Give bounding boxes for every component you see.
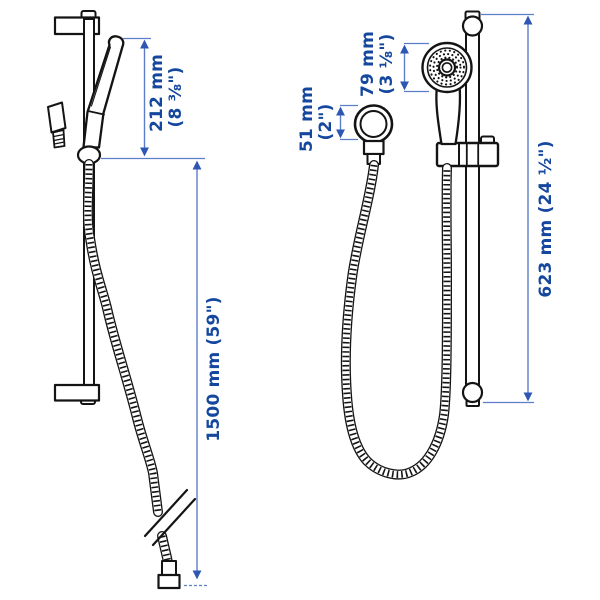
side-view-figure — [47, 10, 197, 590]
front-wall-outlet — [353, 104, 394, 165]
dim-label-handshower-height: 212 mm (8 ⅜") — [147, 53, 186, 132]
side-hose — [82, 159, 173, 565]
front-view-figure — [340, 10, 500, 480]
side-bottom-wall-bracket — [53, 383, 101, 405]
front-rail-bottom-ball — [461, 381, 484, 404]
dim-handshower-diameter — [399, 42, 429, 93]
hose-end-connector — [157, 560, 181, 590]
front-handshower — [421, 41, 473, 146]
dim-label-outlet-diameter: 51 mm (2") — [297, 85, 336, 152]
side-wall-holder-piece — [47, 101, 67, 149]
front-rail-top-ball — [461, 15, 484, 37]
dim-hose-length — [101, 157, 209, 587]
front-slider-bracket — [435, 135, 500, 168]
dim-rail-height — [481, 13, 534, 404]
dim-label-hose-length: 1500 mm (59") — [204, 296, 224, 442]
dim-value: 79 mm — [358, 30, 378, 97]
side-handshower — [76, 35, 125, 165]
dim-outlet-diameter — [335, 104, 358, 141]
dim-handshower-height — [123, 37, 151, 157]
dim-value-imperial: (2") — [316, 103, 336, 141]
dim-value-imperial: (3 ⅛") — [377, 33, 397, 95]
hose-break-mark — [143, 488, 197, 547]
dim-value: 51 mm — [297, 85, 317, 152]
dim-label-handshower-diameter: 79 mm (3 ⅛") — [358, 30, 397, 97]
front-hose — [340, 160, 452, 480]
dim-value: 212 mm — [147, 53, 167, 132]
dim-value-imperial: (8 ⅜") — [166, 66, 186, 128]
spray-holes — [428, 49, 466, 86]
dimension-lines — [101, 13, 534, 587]
dim-label-rail-height: 623 mm (24 ½") — [536, 140, 556, 298]
